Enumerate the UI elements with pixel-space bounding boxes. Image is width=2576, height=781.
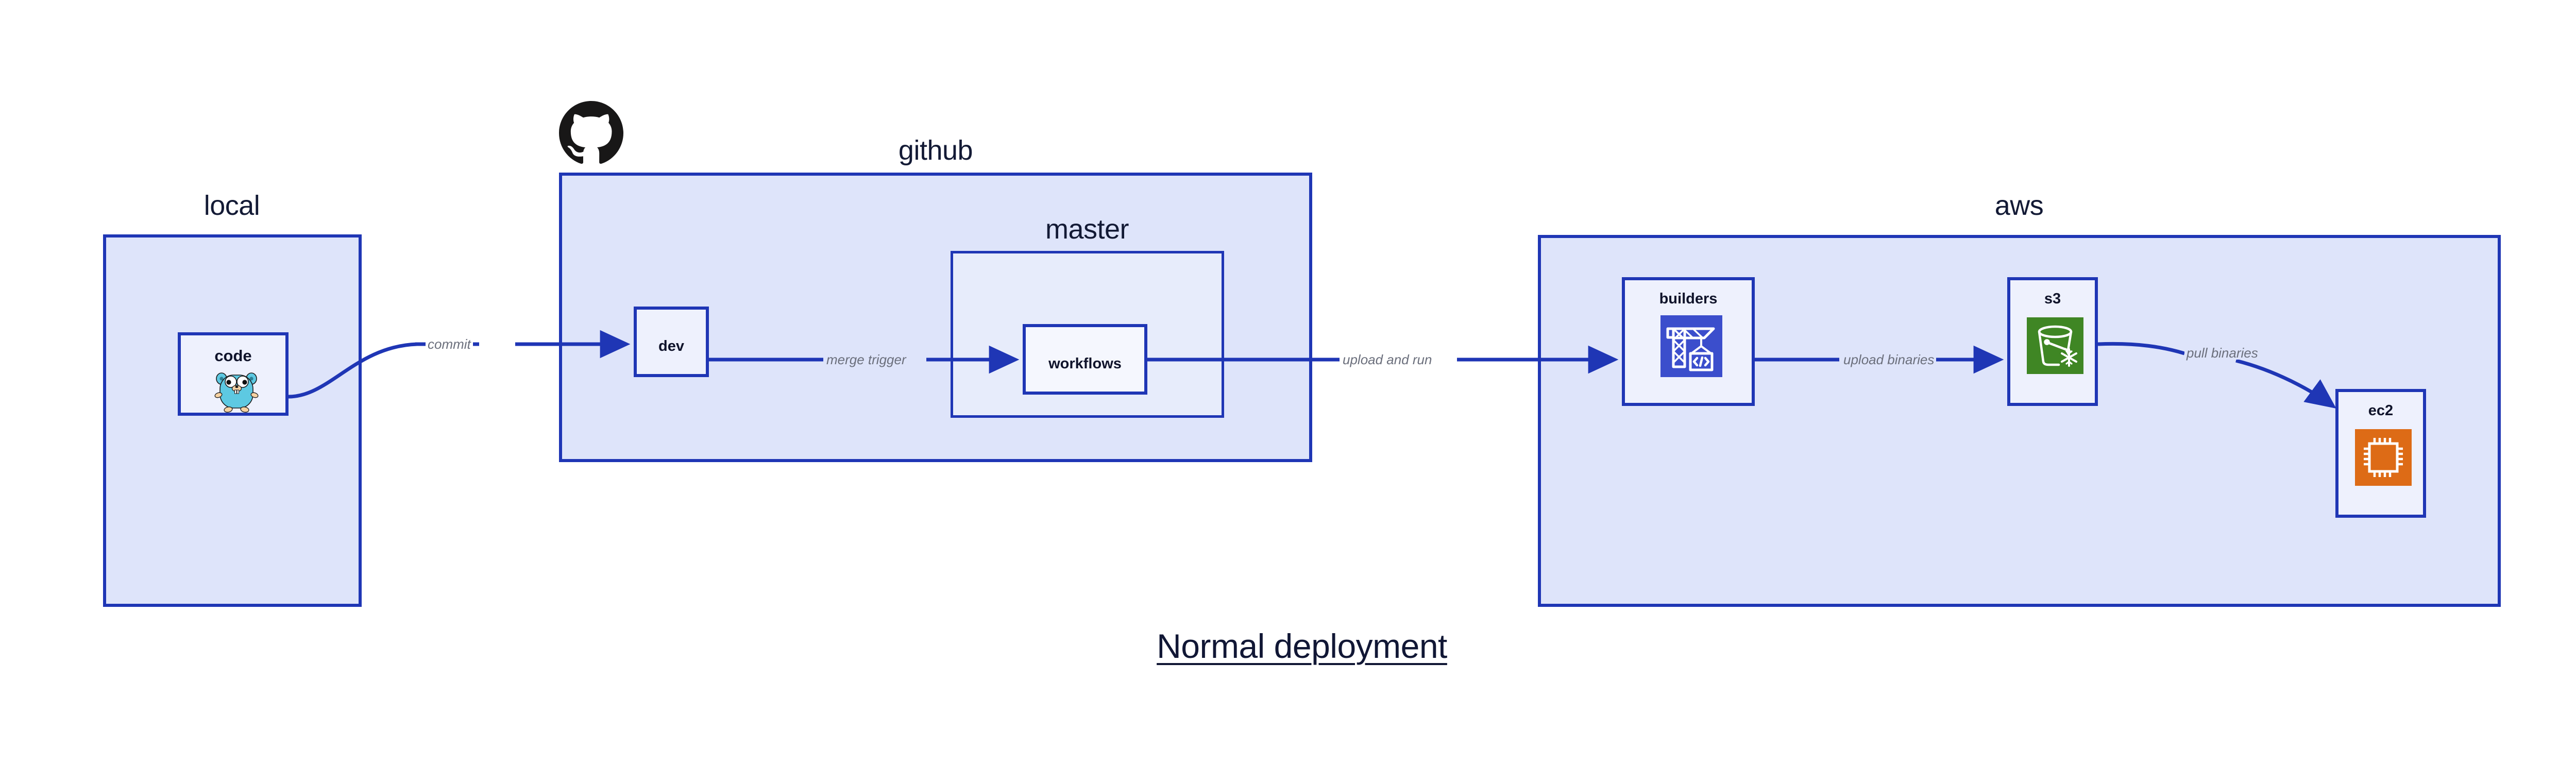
s3-bucket-glacier-icon <box>2027 317 2083 374</box>
edge-label-pull-binaries: pull binaries <box>2184 346 2260 360</box>
group-label-master: master <box>1045 214 1129 245</box>
github-octocat-icon <box>559 101 623 165</box>
edge-label-upload-and-run: upload and run <box>1341 353 1434 366</box>
edge-label-merge-trigger: merge trigger <box>824 353 908 366</box>
node-label-ec2: ec2 <box>2368 402 2394 419</box>
group-label-local: local <box>204 190 260 221</box>
node-ec2[interactable]: ec2 <box>2335 389 2426 518</box>
node-label-dev: dev <box>658 338 684 354</box>
group-label-aws: aws <box>1994 190 2044 221</box>
go-gopher-icon <box>213 370 260 414</box>
node-label-workflows: workflows <box>1048 355 1122 372</box>
node-s3[interactable]: s3 <box>2007 277 2098 406</box>
crane-code-icon <box>1660 315 1722 377</box>
node-label-s3: s3 <box>2044 291 2061 307</box>
group-label-github: github <box>898 135 973 166</box>
edge-label-upload-binaries: upload binaries <box>1841 353 1937 366</box>
group-local <box>103 234 362 607</box>
node-dev[interactable]: dev <box>634 307 709 377</box>
node-workflows[interactable]: workflows <box>1023 324 1147 395</box>
diagram-title: Normal deployment <box>1157 627 1447 665</box>
node-builders[interactable]: builders <box>1622 277 1755 406</box>
node-label-code: code <box>214 347 252 365</box>
node-label-builders: builders <box>1659 291 1718 307</box>
edge-label-commit: commit <box>426 337 473 351</box>
node-code[interactable]: code <box>178 332 289 416</box>
cpu-chip-icon <box>2355 429 2412 486</box>
